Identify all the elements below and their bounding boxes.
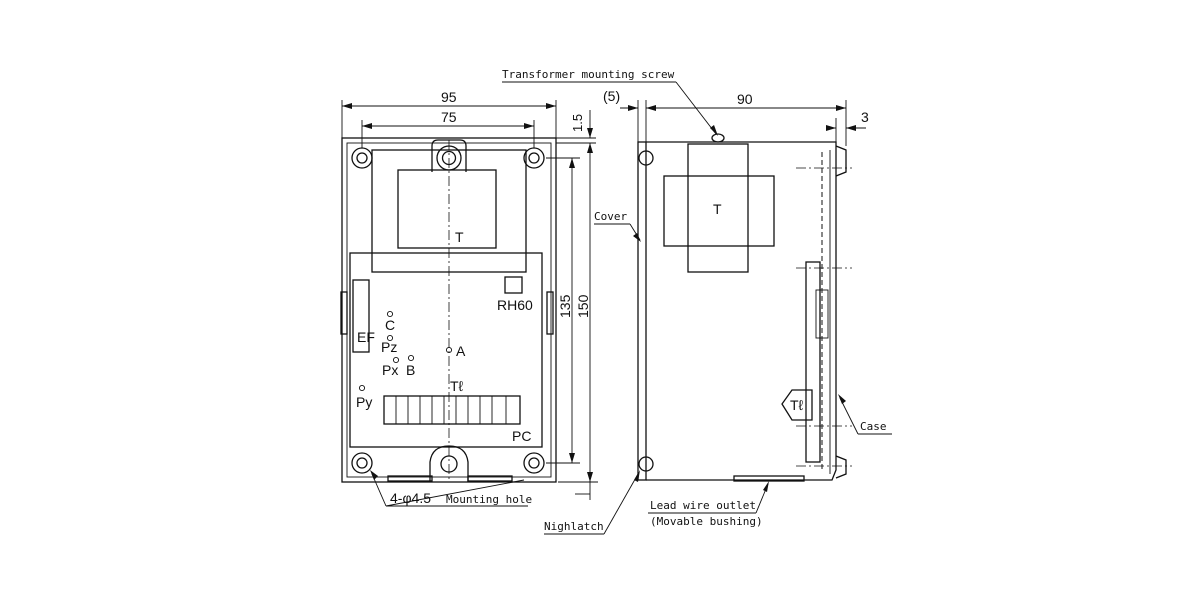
dim-95: 95	[341, 89, 557, 138]
side-case-outline	[646, 141, 837, 481]
terminal-block	[383, 395, 521, 425]
label-pz: Pz	[381, 339, 397, 355]
terminal-dividers	[395, 396, 507, 424]
test-point-c	[386, 310, 394, 318]
right-clip	[546, 291, 554, 335]
test-point-b	[407, 354, 415, 362]
label-px: Px	[382, 362, 398, 378]
relay-label: RH60	[497, 297, 533, 313]
side-terminal	[781, 389, 813, 421]
callout-cover-text: Cover	[594, 210, 627, 223]
side-terminal-label: Tℓ	[790, 397, 804, 413]
dim-5: (5)	[603, 88, 647, 142]
mounting-hole-bottom-right	[523, 452, 545, 474]
dim-90-text: 90	[737, 91, 753, 107]
dim-1-5-text: 1.5	[570, 114, 585, 132]
mounting-hole-top-left	[351, 147, 373, 169]
dim-3: 3	[826, 109, 869, 142]
test-point-pz	[386, 334, 394, 342]
top-latch	[835, 145, 847, 177]
mounting-hole-spec-text: 4-φ4.5	[390, 490, 431, 506]
label-b: B	[406, 362, 415, 378]
callout-cover: Cover	[594, 210, 641, 242]
ef-component	[352, 279, 370, 353]
label-py: Py	[356, 394, 372, 410]
bottom-latch	[835, 455, 847, 479]
callout-lead-wire-text: Lead wire outlet	[650, 499, 756, 512]
ef-label: EF	[357, 329, 375, 345]
dim-90: 90	[646, 91, 847, 146]
callout-case-text: Case	[860, 420, 887, 433]
side-transformer-core	[687, 143, 749, 273]
dim-150-text: 150	[575, 294, 591, 318]
side-hole-bottom	[638, 456, 654, 472]
dim-135-text: 135	[557, 294, 573, 318]
bottom-flange-left	[387, 475, 433, 482]
side-view: T Tℓ (5) 90	[502, 68, 892, 535]
pc-board	[349, 252, 543, 448]
terminal-label: Tℓ	[450, 378, 464, 394]
callout-transformer-screw-text: Transformer mounting screw	[502, 68, 675, 81]
mounting-hole-label-text: Mounting hole	[446, 493, 532, 506]
dim-75-text: 75	[441, 109, 457, 125]
transformer-core	[397, 169, 497, 249]
bottom-tab	[429, 445, 469, 482]
dim-5-text: (5)	[603, 88, 620, 104]
dim-75: 75	[361, 109, 535, 148]
mounting-hole-bottom-left	[351, 452, 373, 474]
front-view: T RH60 EF C Pz Px B A Py Tℓ	[340, 89, 598, 507]
left-clip	[340, 291, 348, 335]
test-point-py	[358, 384, 366, 392]
label-a: A	[456, 343, 466, 359]
dim-135: 135	[546, 157, 580, 464]
callout-nighlatch-text: Nighlatch	[544, 520, 604, 533]
callout-case: Case	[838, 394, 892, 435]
front-case-outline	[341, 137, 557, 483]
mounting-hole-top-right	[523, 147, 545, 169]
label-c: C	[385, 317, 395, 333]
side-hole-top	[638, 150, 654, 166]
mounting-hole-callout: 4-φ4.5 Mounting hole	[370, 470, 532, 507]
dim-1-5: 1.5	[556, 110, 596, 144]
callout-bushing-text: (Movable bushing)	[650, 515, 763, 528]
side-transformer-outer	[663, 175, 775, 247]
transformer-label: T	[455, 229, 464, 245]
callout-transformer-screw: Transformer mounting screw	[502, 68, 718, 136]
dim-3-text: 3	[861, 109, 869, 125]
dim-95-text: 95	[441, 89, 457, 105]
top-screw-outer	[436, 145, 462, 171]
side-clip	[815, 289, 829, 339]
side-rail	[805, 261, 821, 463]
test-point-px	[392, 356, 400, 364]
transformer-screw-head	[711, 133, 725, 143]
callout-nighlatch: Nighlatch	[544, 470, 640, 535]
top-tab	[431, 139, 467, 172]
side-cover	[637, 141, 647, 481]
side-transformer-label: T	[713, 201, 722, 217]
bottom-screw	[440, 455, 458, 473]
pc-label: PC	[512, 428, 531, 444]
dim-150: 150	[558, 143, 598, 500]
relay-rh60	[504, 276, 523, 294]
callout-lead-wire: Lead wire outlet (Movable bushing)	[648, 481, 769, 528]
bottom-flange-right	[467, 475, 513, 482]
top-screw-inner	[441, 150, 457, 166]
